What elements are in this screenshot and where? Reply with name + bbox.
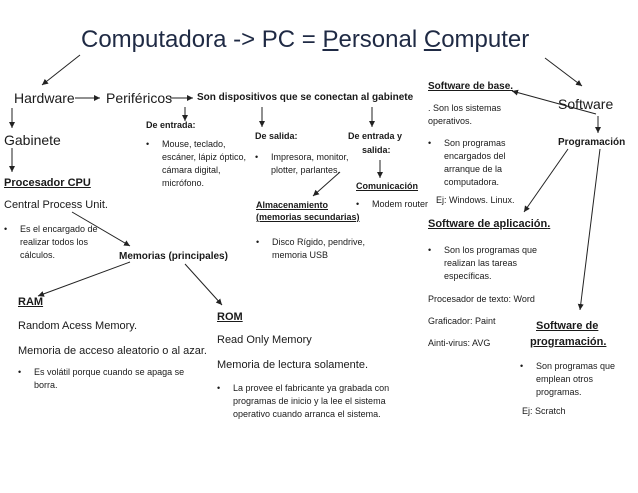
salida-item: Impresora, monitor, plotter, parlantes. <box>271 152 349 176</box>
arrow-programacion-to-aplicacion <box>523 148 569 213</box>
arrow-title-to-hardware <box>41 54 81 86</box>
bullet-icon: • <box>255 152 259 162</box>
rom-item: La provee el fabricante ya grabada con p… <box>233 383 390 420</box>
cpu-subtitle: Central Process Unit. <box>4 199 108 211</box>
programacion-item: Son programas encargados del arranque de… <box>444 138 506 188</box>
hardware-label: Hardware <box>14 90 75 106</box>
bullet-icon: • <box>217 383 221 393</box>
comunicacion-title: Comunicación <box>356 181 419 191</box>
entrada-salida-title-1: De entrada y <box>348 131 403 141</box>
ram-line2: Memoria de acceso aleatorio o al azar. <box>18 345 207 357</box>
bullet-icon: • <box>356 199 360 209</box>
almacenamiento-list: • Disco Rígido, pendrive, memoria USB <box>256 236 366 262</box>
arrow-cpu-to-memorias <box>71 211 131 247</box>
cpu-item: Es el encargado de realizar todos los cá… <box>20 224 98 261</box>
entrada-salida-title-2: salida: <box>362 145 391 155</box>
de-programacion-example: Ej: Scratch <box>522 406 566 416</box>
dispositivos-label: Son dispositivos que se conectan al gabi… <box>197 92 414 103</box>
perifericos-label: Periféricos <box>106 90 173 106</box>
software-base-title: Software de base. <box>428 81 514 92</box>
almacenamiento-title-1: Almacenamiento <box>256 200 329 210</box>
bullet-icon: • <box>146 139 150 149</box>
bullet-icon: • <box>18 367 22 377</box>
software-label: Software <box>558 96 614 112</box>
page-title: Computadora -> PC = Personal Computer <box>81 26 530 53</box>
arrow-memorias-to-rom <box>184 263 223 306</box>
bullet-icon: • <box>428 245 432 255</box>
bullet-icon: • <box>256 237 260 247</box>
aplicacion-list: • Son los programas que realizan las tar… <box>428 244 548 283</box>
rom-title: ROM <box>217 311 243 323</box>
software-base-line2: operativos. <box>428 116 473 126</box>
memorias-label: Memorias (principales) <box>119 251 228 262</box>
almacenamiento-item: Disco Rígido, pendrive, memoria USB <box>272 237 366 261</box>
bullet-icon: • <box>520 361 524 371</box>
antivirus: Ainti-virus: AVG <box>428 338 491 348</box>
programacion-list: • Son programas encargados del arranque … <box>428 137 530 189</box>
software-base-line1: . Son los sistemas <box>428 103 502 113</box>
comunicacion-list: • Modem router <box>356 198 434 211</box>
arrow-programacion-to-software-programacion <box>577 148 601 311</box>
ram-title: RAM <box>18 296 44 308</box>
de-programacion-item: Son programas que emplean otros programa… <box>536 361 616 398</box>
arrow-title-to-software <box>544 57 583 87</box>
software-base-example: Ej: Windows. Linux. <box>436 195 515 205</box>
procesador-texto: Procesador de texto: Word <box>428 294 535 304</box>
rom-line1: Read Only Memory <box>217 334 312 346</box>
cpu-list: • Es el encargado de realizar todos los … <box>4 223 109 262</box>
rom-list: • La provee el fabricante ya grabada con… <box>217 382 397 421</box>
ram-line1: Random Acess Memory. <box>18 320 138 332</box>
aplicacion-item: Son los programas que realizan las tarea… <box>444 245 538 282</box>
arrow-memorias-to-ram <box>37 261 131 297</box>
ram-list: • Es volátil porque cuando se apaga se b… <box>18 366 208 392</box>
salida-list: • Impresora, monitor, plotter, parlantes… <box>255 151 349 177</box>
arrow-to-almacenamiento <box>312 171 341 197</box>
bullet-icon: • <box>428 138 432 148</box>
rom-line2: Memoria de lectura solamente. <box>217 359 369 371</box>
software-aplicacion-title: Software de aplicación. <box>428 218 551 230</box>
ram-item: Es volátil porque cuando se apaga se bor… <box>34 367 185 391</box>
bullet-icon: • <box>4 224 8 234</box>
software-programacion-title-1: Software de <box>536 320 599 332</box>
cpu-title: Procesador CPU <box>4 177 91 189</box>
graficador: Graficador: Paint <box>428 316 496 326</box>
entrada-item: Mouse, teclado, escáner, lápiz óptico, c… <box>162 139 247 189</box>
entrada-title: De entrada: <box>146 120 196 130</box>
comunicacion-item: Modem router <box>372 199 429 209</box>
gabinete-label: Gabinete <box>4 132 61 148</box>
de-programacion-list: • Son programas que emplean otros progra… <box>520 360 630 399</box>
arrow-software-to-base <box>511 89 597 115</box>
almacenamiento-title-2: (memorias secundarias) <box>256 212 360 222</box>
salida-title: De salida: <box>255 131 298 141</box>
entrada-list: • Mouse, teclado, escáner, lápiz óptico,… <box>146 138 254 190</box>
software-programacion-title-2: programación. <box>530 336 607 348</box>
programacion-label: Programación <box>558 137 626 148</box>
